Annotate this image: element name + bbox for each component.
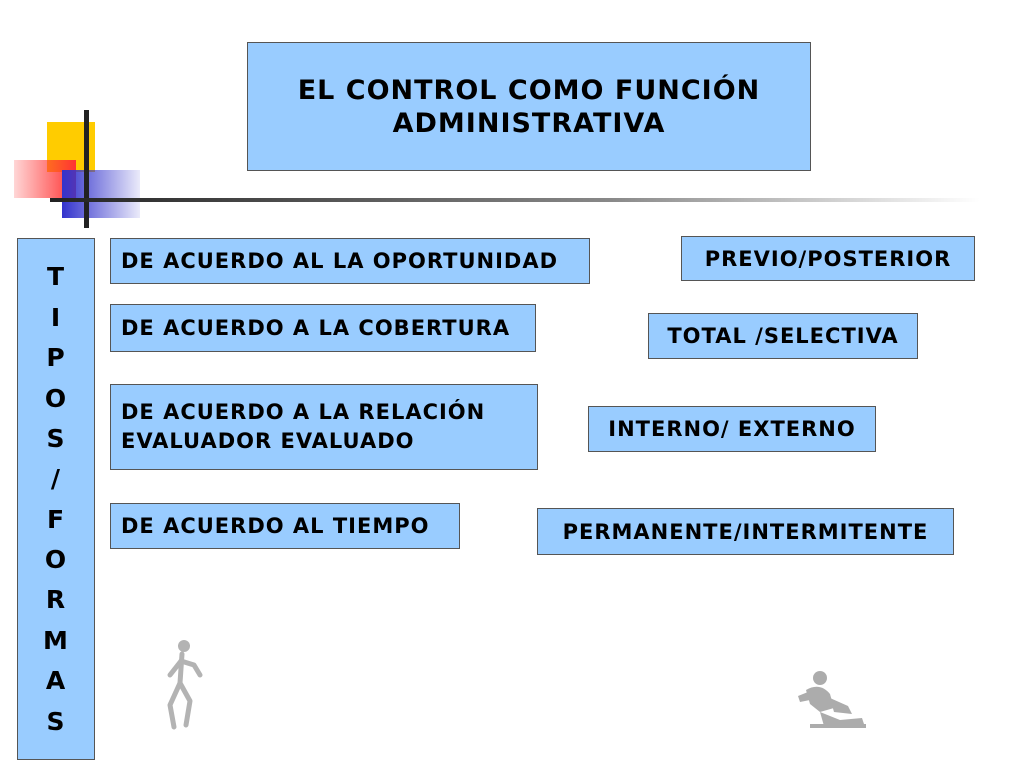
side-label-letter: M [43,625,69,655]
side-label-letter: S [46,423,66,453]
runner-figure-icon [167,640,203,730]
type-label: Permanente/intermitente [562,519,929,544]
type-box-total-selectiva: Total /selectiva [648,313,918,359]
side-label-letter: O [44,383,68,413]
side-label-letter: O [44,545,68,574]
criterion-label: De acuerdo a la cobertura [121,315,511,340]
side-label-letter: S [46,706,66,736]
criterion-label: De acuerdo al la oportunidad [121,248,559,273]
side-label-letter: T [46,262,66,292]
criterion-label-line-2: evaluador evaluado [121,429,415,453]
side-label-letter: P [46,343,66,373]
type-label: Total /selectiva [667,324,899,348]
title-line-1: El control como función [297,74,761,106]
side-label-letter: R [45,585,67,615]
criterion-box-time: De acuerdo al tiempo [110,503,460,549]
title-box: El control como función administrativa [247,42,811,171]
corner-logo-icon [14,110,980,228]
side-label-letter: A [45,666,67,696]
type-box-permanente-intermitente: Permanente/intermitente [537,508,954,555]
criterion-label-line-1: De acuerdo a la relación [121,400,486,424]
type-label: Previo/posterior [704,246,952,271]
side-label-letter: I [50,302,62,332]
type-label: Interno/ externo [608,417,856,441]
side-label-letter: / [50,464,62,494]
side-label-box: T I P O S / F O R M A S [17,238,95,760]
title-line-2: administrativa [392,107,666,139]
criterion-box-relation: De acuerdo a la relación evaluador evalu… [110,384,538,470]
criterion-box-coverage: De acuerdo a la cobertura [110,304,536,352]
crouching-figure-icon [798,671,866,728]
criterion-box-opportunity: De acuerdo al la oportunidad [110,238,590,284]
side-label-letter: F [46,504,66,534]
criterion-label: De acuerdo al tiempo [121,513,430,538]
type-box-interno-externo: Interno/ externo [588,406,876,452]
type-box-previo-posterior: Previo/posterior [681,236,975,281]
